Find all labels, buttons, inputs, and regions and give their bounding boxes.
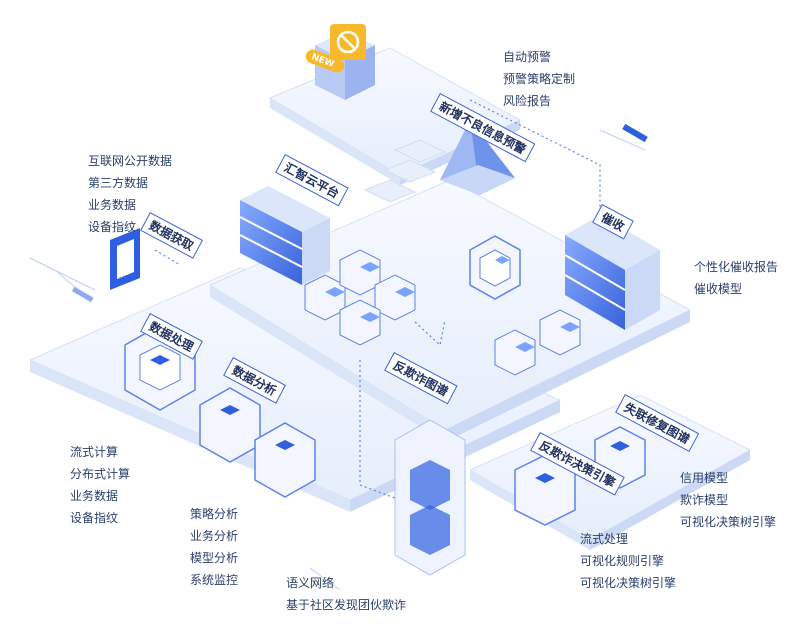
list-item: 可视化决策树引擎 bbox=[680, 515, 777, 529]
list-item: 策略分析 bbox=[190, 507, 239, 521]
list-item: 设备指纹 bbox=[70, 511, 119, 525]
list-item: 预警策略定制 bbox=[503, 72, 576, 86]
cube-icon bbox=[374, 274, 416, 321]
server-stack-icon bbox=[239, 186, 330, 285]
cube-icon bbox=[539, 309, 581, 356]
monitor-icon bbox=[110, 228, 140, 290]
list-item: 自动预警 bbox=[503, 50, 552, 64]
list-item: 流式计算 bbox=[70, 445, 119, 459]
list-item: 欺诈模型 bbox=[680, 493, 729, 507]
analysis-features-list: 策略分析 业务分析 模型分析 系统监控 bbox=[190, 503, 238, 591]
central-column bbox=[394, 419, 466, 576]
collection-features-list: 个性化催收报告 催收模型 bbox=[694, 256, 778, 300]
list-item: 设备指纹 bbox=[88, 220, 137, 234]
cube-icon bbox=[339, 299, 381, 346]
data-sources-list: 互联网公开数据 第三方数据 业务数据 设备指纹 bbox=[88, 150, 172, 238]
stick-decoration bbox=[622, 123, 648, 143]
list-item: 流式处理 bbox=[580, 532, 629, 546]
cube-icon bbox=[304, 274, 346, 321]
list-item: 催收模型 bbox=[694, 282, 743, 296]
cube-icon bbox=[469, 235, 521, 300]
list-item: 业务分析 bbox=[190, 529, 239, 543]
list-item: 分布式计算 bbox=[70, 467, 131, 481]
list-item: 个性化催收报告 bbox=[694, 260, 779, 274]
platform-bars bbox=[363, 139, 447, 203]
repair-features-list: 信用模型 欺诈模型 可视化决策树引擎 bbox=[680, 467, 776, 533]
cube-icon bbox=[494, 329, 536, 376]
cube-icon bbox=[254, 422, 316, 498]
alert-shield-icon bbox=[305, 24, 375, 100]
list-item: 业务数据 bbox=[88, 198, 137, 212]
decision-features-list: 流式处理 可视化规则引擎 可视化决策树引擎 bbox=[580, 528, 676, 594]
list-item: 基于社区发现团伙欺诈 bbox=[286, 598, 407, 612]
cube-cluster-center bbox=[304, 249, 416, 346]
list-item: 可视化决策树引擎 bbox=[580, 576, 677, 590]
list-item: 系统监控 bbox=[190, 573, 239, 587]
list-item: 互联网公开数据 bbox=[88, 154, 173, 168]
graph-features-list: 语义网络 基于社区发现团伙欺诈 bbox=[286, 572, 406, 616]
dotted-connectors bbox=[154, 99, 601, 499]
alert-features-list: 自动预警 预警策略定制 风险报告 bbox=[503, 46, 575, 112]
cube-cluster-right bbox=[494, 309, 581, 376]
list-item: 风险报告 bbox=[503, 94, 552, 108]
collection-server-icon bbox=[564, 215, 660, 330]
cube-icon bbox=[199, 387, 261, 463]
decorative-lines bbox=[29, 129, 646, 591]
list-item: 语义网络 bbox=[286, 576, 335, 590]
list-item: 第三方数据 bbox=[88, 176, 149, 190]
list-item: 可视化规则引擎 bbox=[580, 554, 665, 568]
list-item: 信用模型 bbox=[680, 471, 729, 485]
list-item: 业务数据 bbox=[70, 489, 119, 503]
cube-icon bbox=[339, 249, 381, 296]
processing-features-list: 流式计算 分布式计算 业务数据 设备指纹 bbox=[70, 441, 130, 529]
list-item: 模型分析 bbox=[190, 551, 239, 565]
stick-decoration bbox=[71, 286, 94, 303]
